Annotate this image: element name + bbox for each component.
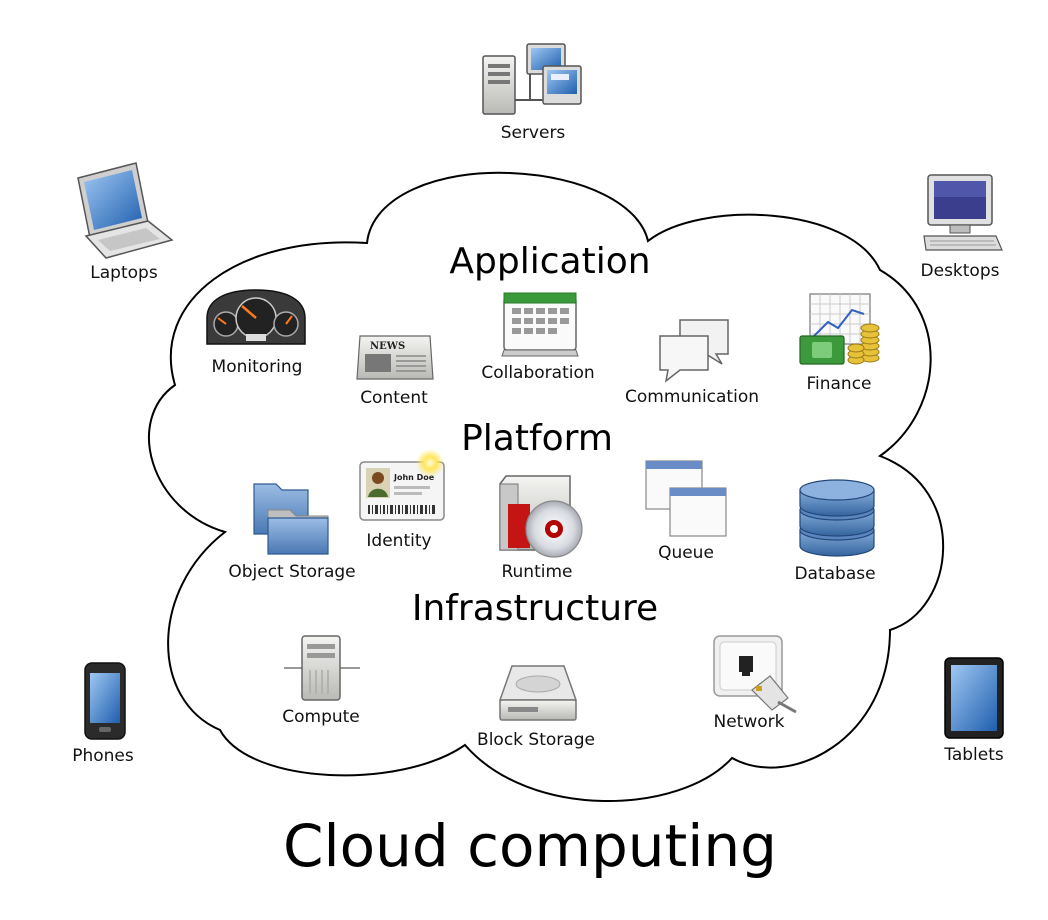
queue-windows-icon: [645, 460, 727, 537]
collaboration-label: Collaboration: [481, 363, 594, 383]
runtime-cd-icon: [499, 475, 583, 558]
speedometer-icon: [206, 289, 306, 345]
platform-heading: Platform: [461, 418, 613, 459]
diagram-title: Cloud computing: [283, 812, 777, 880]
runtime-label: Runtime: [501, 562, 572, 582]
queue-label: Queue: [658, 543, 714, 563]
newspaper-icon: NEWS: [356, 335, 434, 380]
tablet-icon: [944, 657, 1004, 739]
object-storage-label: Object Storage: [228, 562, 355, 582]
folders-icon: [253, 483, 329, 555]
identity-label: Identity: [366, 531, 431, 551]
application-heading: Application: [449, 241, 650, 282]
compute-label: Compute: [282, 707, 360, 727]
hard-drive-icon: [498, 665, 578, 721]
phones-label: Phones: [72, 746, 134, 766]
news-text: NEWS: [370, 341, 405, 352]
id-card-icon: John Doe: [359, 449, 445, 521]
database-label: Database: [794, 564, 875, 584]
phone-icon: [84, 662, 126, 740]
desktops-label: Desktops: [921, 261, 1000, 281]
laptop-icon: [77, 162, 174, 259]
server-tower-icon: [284, 635, 360, 701]
block-storage-label: Block Storage: [477, 730, 595, 750]
content-label: Content: [360, 388, 428, 408]
calendar-icon: [501, 292, 579, 357]
tablets-label: Tablets: [943, 745, 1004, 765]
laptops-label: Laptops: [90, 263, 158, 283]
database-icon: [799, 479, 875, 557]
finance-label: Finance: [806, 374, 871, 394]
john-doe-text: John Doe: [393, 473, 435, 482]
servers-label: Servers: [501, 123, 566, 143]
finance-icon: [799, 293, 880, 365]
network-jack-icon: [713, 635, 797, 714]
monitoring-label: Monitoring: [212, 357, 303, 377]
communication-label: Communication: [625, 387, 759, 407]
desktop-icon: [923, 174, 1003, 251]
speech-bubbles-icon: [659, 319, 729, 383]
servers-icon: [482, 43, 582, 115]
infrastructure-heading: Infrastructure: [412, 588, 658, 629]
network-label: Network: [714, 712, 785, 732]
